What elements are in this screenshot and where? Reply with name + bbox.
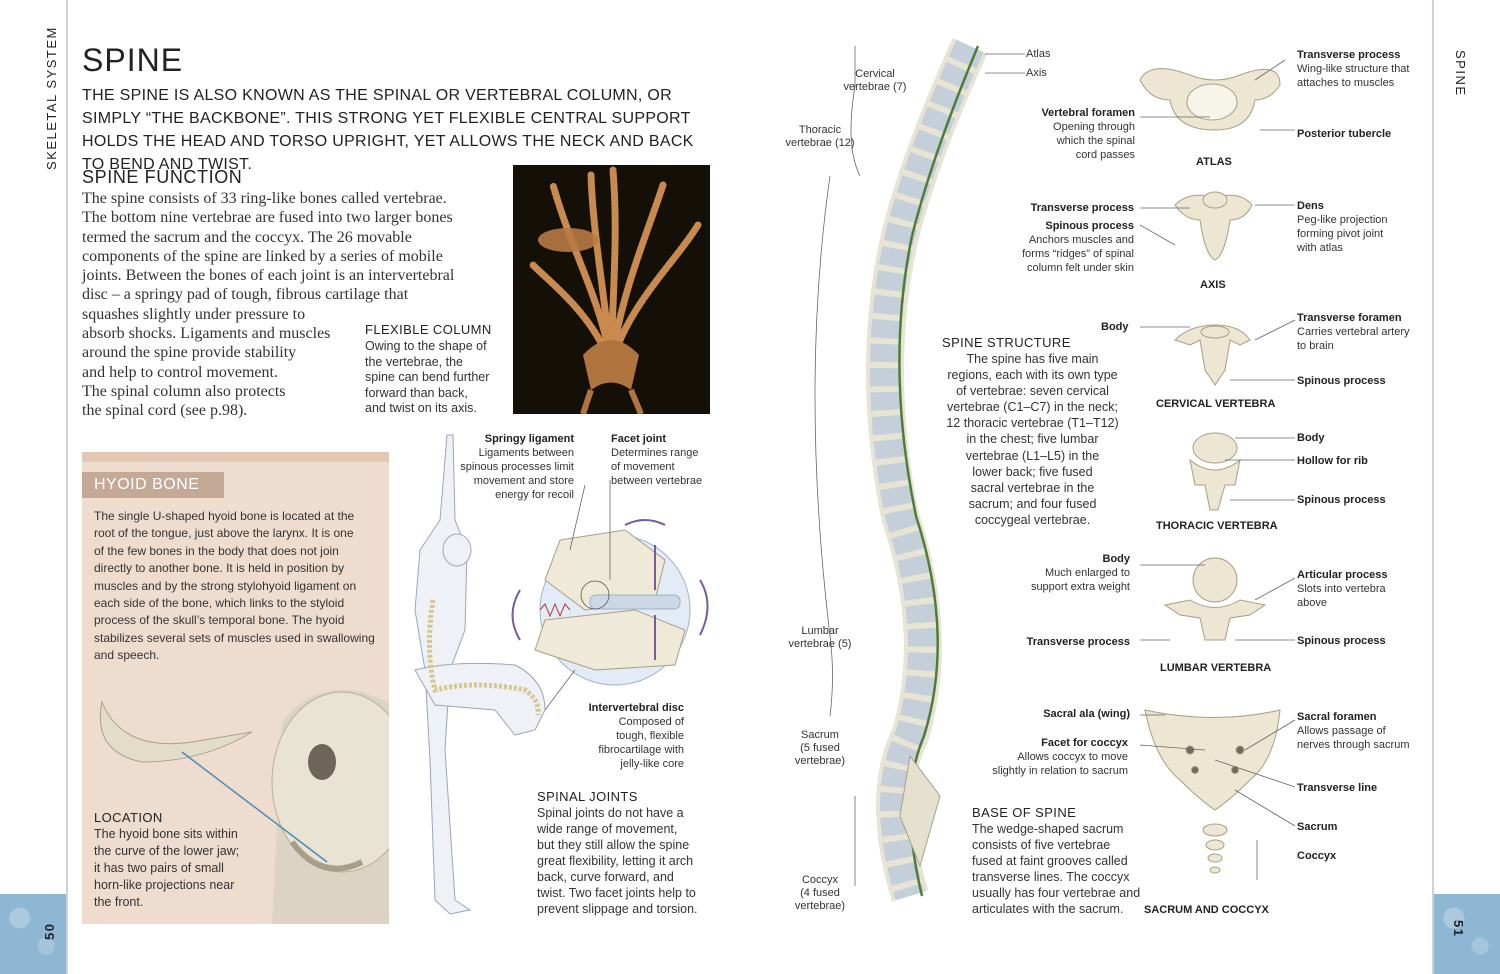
caption-cervical-vertebra: CERVICAL VERTEBRA xyxy=(1156,398,1276,410)
hyoid-illustration xyxy=(99,690,389,924)
hyoid-text: The single U-shaped hyoid bone is locate… xyxy=(94,509,375,663)
label-atlas-transverse-process: Transverse process Wing-like structure t… xyxy=(1297,49,1410,89)
label-sacral-foramen: Sacral foramen Allows passage of nerves … xyxy=(1297,711,1410,751)
caption-thoracic-vertebra: THORACIC VERTEBRA xyxy=(1156,520,1278,532)
page-number-right: 51 xyxy=(1451,920,1466,938)
label-vertebral-foramen: Vertebral foramen Opening through which … xyxy=(1041,107,1135,161)
label-posterior-tubercle: Posterior tubercle xyxy=(1297,128,1392,140)
running-head-right: SPINE xyxy=(1453,50,1468,97)
label-atlas: Atlas xyxy=(1026,48,1051,60)
spine-structure-heading: SPINE STRUCTURE xyxy=(942,335,1071,350)
label-thoracic-spinous-process: Spinous process xyxy=(1297,494,1386,506)
page-tab-right xyxy=(1434,894,1500,974)
label-lumbar-body: Body Much enlarged to support extra weig… xyxy=(1030,553,1130,593)
spinal-joint-illustration xyxy=(414,434,709,915)
label-transverse-line: Transverse line xyxy=(1297,782,1378,794)
label-axis: Axis xyxy=(1026,67,1047,79)
label-cervical-body: Body xyxy=(1101,321,1129,333)
label-transverse-foramen: Transverse foramen Carries vertebral art… xyxy=(1297,312,1410,352)
spine-function-text: The spine consists of 33 ring-like bones… xyxy=(82,190,455,420)
label-axis-transverse-process: Transverse process xyxy=(1030,202,1134,214)
vertebra-illustrations xyxy=(1139,68,1281,874)
flexible-column-heading: FLEXIBLE COLUMN xyxy=(365,322,492,337)
label-thoracic-body: Body xyxy=(1297,432,1325,444)
base-of-spine-heading: BASE OF SPINE xyxy=(972,805,1077,820)
label-sacrum: Sacrum xyxy=(1297,821,1338,833)
spine-function-heading: SPINE FUNCTION xyxy=(82,167,243,187)
location-heading: LOCATION xyxy=(94,810,163,825)
label-springy-ligament: Springy ligament Ligaments between spino… xyxy=(460,433,574,501)
intro-text: THE SPINE IS ALSO KNOWN AS THE SPINAL OR… xyxy=(82,87,694,173)
hyoid-heading: HYOID BONE xyxy=(82,472,224,498)
label-facet-for-coccyx: Facet for coccyx Allows coccyx to move s… xyxy=(992,737,1128,777)
flexible-column-text: Owing to the shape of the vertebrae, the… xyxy=(365,339,490,415)
spinal-joints-heading: SPINAL JOINTS xyxy=(537,789,638,804)
label-hollow-for-rib: Hollow for rib xyxy=(1297,455,1368,467)
caption-atlas: ATLAS xyxy=(1196,156,1232,168)
spine-column-illustration xyxy=(814,38,988,902)
spinal-joints-text: Spinal joints do not have a wide range o… xyxy=(537,806,698,916)
label-cervical-spinous-process: Spinous process xyxy=(1297,375,1386,387)
label-articular-process: Articular process Slots into vertebra ab… xyxy=(1297,569,1388,609)
page-number-left: 50 xyxy=(42,922,57,940)
label-facet-joint: Facet joint Determines range of movement… xyxy=(611,433,703,487)
label-sacral-ala: Sacral ala (wing) xyxy=(1043,708,1130,720)
label-lumbar-transverse-process: Transverse process xyxy=(1026,636,1130,648)
location-text: The hyoid bone sits within the curve of … xyxy=(94,827,240,909)
hyoid-bone-panel: HYOID BONE The single U-shaped hyoid bon… xyxy=(82,452,389,924)
spine-structure-text: The spine has five main regions, each wi… xyxy=(946,352,1119,527)
right-page-margin: SPINE 51 xyxy=(1432,0,1500,974)
base-of-spine-text: The wedge-shaped sacrum consists of five… xyxy=(972,822,1141,916)
label-axis-spinous-process: Spinous process Anchors muscles and form… xyxy=(1022,220,1134,274)
page-tab-left xyxy=(0,894,66,974)
label-coccyx: Coccyx xyxy=(1297,850,1337,862)
label-intervertebral-disc: Intervertebral disc Composed of tough, f… xyxy=(588,702,684,770)
running-head-left: SKELETAL SYSTEM xyxy=(44,26,59,170)
left-page-margin: SKELETAL SYSTEM 50 xyxy=(0,0,68,974)
flexible-column-photo xyxy=(513,165,710,416)
label-lumbar-spinous-process: Spinous process xyxy=(1297,635,1386,647)
caption-sacrum-and-coccyx: SACRUM AND COCCYX xyxy=(1144,904,1269,916)
caption-axis: AXIS xyxy=(1200,279,1226,291)
label-dens: Dens Peg-like projection forming pivot j… xyxy=(1297,200,1388,254)
page-title: SPINE xyxy=(82,42,184,78)
caption-lumbar-vertebra: LUMBAR VERTEBRA xyxy=(1160,662,1272,674)
